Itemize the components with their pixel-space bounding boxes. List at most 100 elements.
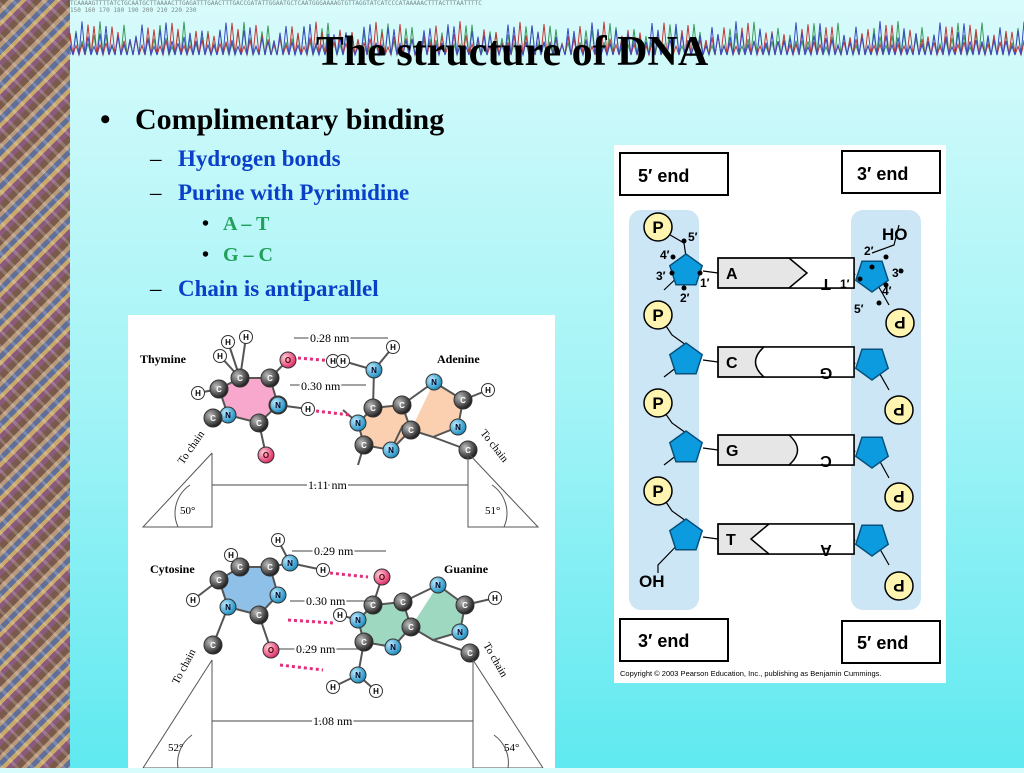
gc-bond-distance-1: 0.29 nm: [314, 544, 354, 558]
atom-c: C: [260, 368, 280, 388]
svg-text:P: P: [652, 306, 663, 325]
carbon-dot: [898, 268, 904, 274]
sequence-row: 150 160 170 180 190 200 210 220 230: [70, 7, 197, 14]
svg-text:P: P: [652, 394, 663, 413]
prime-labels: 5′ 4′ 3′ 2′ 1′ 2′ 3′ 1′ 4′ 5′: [656, 230, 902, 316]
ho-label: HO: [882, 225, 908, 244]
prime-4-left: 4′: [660, 248, 670, 262]
top-left-end-label: 5′ end: [638, 166, 689, 186]
carbon-dot: [670, 254, 676, 260]
phosphate-icon: P: [885, 308, 915, 338]
atom-n: N: [269, 586, 287, 604]
atom-c: C: [260, 557, 280, 577]
phosphate-icon: P: [884, 571, 914, 601]
gc-width-label: 1.08 nm: [313, 714, 353, 728]
atom-symbol: N: [388, 446, 394, 455]
carbon-dot: [869, 264, 875, 270]
at-to-chain-right: To chain: [478, 427, 511, 465]
atom-symbol: C: [408, 426, 414, 435]
atom-symbol: N: [457, 628, 463, 637]
atom-symbol: C: [400, 598, 406, 607]
svg-text:P: P: [652, 218, 663, 237]
base-pair-box: CG: [702, 346, 856, 381]
atom-symbol: O: [263, 451, 269, 460]
bullet-sub-3-text: Chain is antiparallel: [178, 276, 379, 301]
svg-text:P: P: [652, 482, 663, 501]
bullet-main: •Complimentary binding: [100, 103, 445, 136]
gc-to-chain-right: To chain: [480, 641, 510, 680]
sequence-header-band: TCAAAAGTTTTATCTGCAATGCTTAAAACTTGAGATTTGA…: [70, 0, 1024, 60]
atom-symbol: C: [370, 601, 376, 610]
sequence-text: TCAAAAGTTTTATCTGCAATGCTTAAAACTTGAGATTTGA…: [70, 0, 1024, 14]
atom-h: H: [316, 563, 330, 577]
atom-symbol: C: [267, 374, 273, 383]
gc-angle-right: 54°: [504, 742, 519, 754]
atom-symbol: N: [287, 559, 293, 568]
bottom-left-end-label: 3′ end: [638, 631, 689, 651]
partner-base-shape: [789, 258, 854, 288]
atom-c: C: [354, 632, 374, 652]
atom-c: C: [230, 557, 250, 577]
bullet-pair-2-text: G – C: [223, 244, 273, 266]
atom-h: H: [213, 349, 227, 363]
base-right-letter: C: [820, 452, 832, 469]
sugar-icon: [668, 253, 704, 286]
sugar-icon: [854, 348, 890, 381]
atom-n: N: [425, 373, 443, 391]
phosphate-icon: P: [643, 476, 673, 506]
gc-to-chain-left: To chain: [170, 647, 199, 687]
atom-symbol: C: [256, 611, 262, 620]
partner-base-shape: [755, 347, 854, 377]
prime-4-right: 4′: [882, 284, 892, 298]
atom-h: H: [224, 548, 238, 562]
atom-symbol: H: [275, 536, 281, 545]
atom-symbol: H: [330, 683, 336, 692]
svg-text:P: P: [893, 400, 904, 419]
phosphate-groups: P P P P P P P P: [643, 212, 915, 601]
page-title: The structure of DNA: [315, 29, 709, 75]
copyright-text: Copyright © 2003 Pearson Education, Inc.…: [620, 669, 882, 678]
atom-symbol: N: [225, 411, 231, 420]
atom-symbol: C: [465, 446, 471, 455]
atom-symbol: N: [225, 603, 231, 612]
atom-o: O: [257, 446, 275, 464]
bottom-right-end-label: 5′ end: [857, 633, 908, 653]
prime-3-left: 3′: [656, 269, 666, 283]
atom-c: C: [401, 617, 421, 637]
atom-h: H: [488, 591, 502, 605]
gc-angle-left: 52°: [168, 742, 183, 754]
phosphate-icon: P: [884, 482, 914, 512]
atom-symbol: N: [390, 643, 396, 652]
atom-c: C: [209, 570, 229, 590]
at-bond-distance-2: 0.30 nm: [301, 379, 341, 393]
at-bonds: [197, 336, 489, 466]
atom-symbol: H: [390, 343, 396, 352]
cytosine-label: Cytosine: [150, 562, 195, 576]
sugar-icon: [854, 524, 890, 557]
atom-o: O: [373, 568, 391, 586]
phosphate-icon: P: [884, 395, 914, 425]
partner-base-shape: [789, 435, 854, 465]
atom-c: C: [230, 368, 250, 388]
atom-n: N: [349, 666, 367, 684]
atom-symbol: O: [268, 646, 274, 655]
atom-n: N: [349, 414, 367, 432]
atom-c: C: [203, 408, 223, 428]
carbon-dot: [857, 276, 863, 282]
atom-symbol: H: [492, 594, 498, 603]
adenine-five-ring: [411, 382, 463, 437]
atom-h: H: [301, 402, 315, 416]
atom-o: O: [279, 351, 297, 369]
atom-n: N: [429, 576, 447, 594]
prime-2-right: 2′: [864, 244, 874, 258]
atom-o: O: [262, 641, 280, 659]
carbon-dot: [883, 254, 889, 260]
base-left-letter: C: [726, 355, 738, 372]
atom-n: N: [349, 611, 367, 629]
atom-n: N: [449, 418, 467, 436]
prime-5-right: 5′: [854, 302, 864, 316]
prime-1-left: 1′: [700, 276, 710, 290]
